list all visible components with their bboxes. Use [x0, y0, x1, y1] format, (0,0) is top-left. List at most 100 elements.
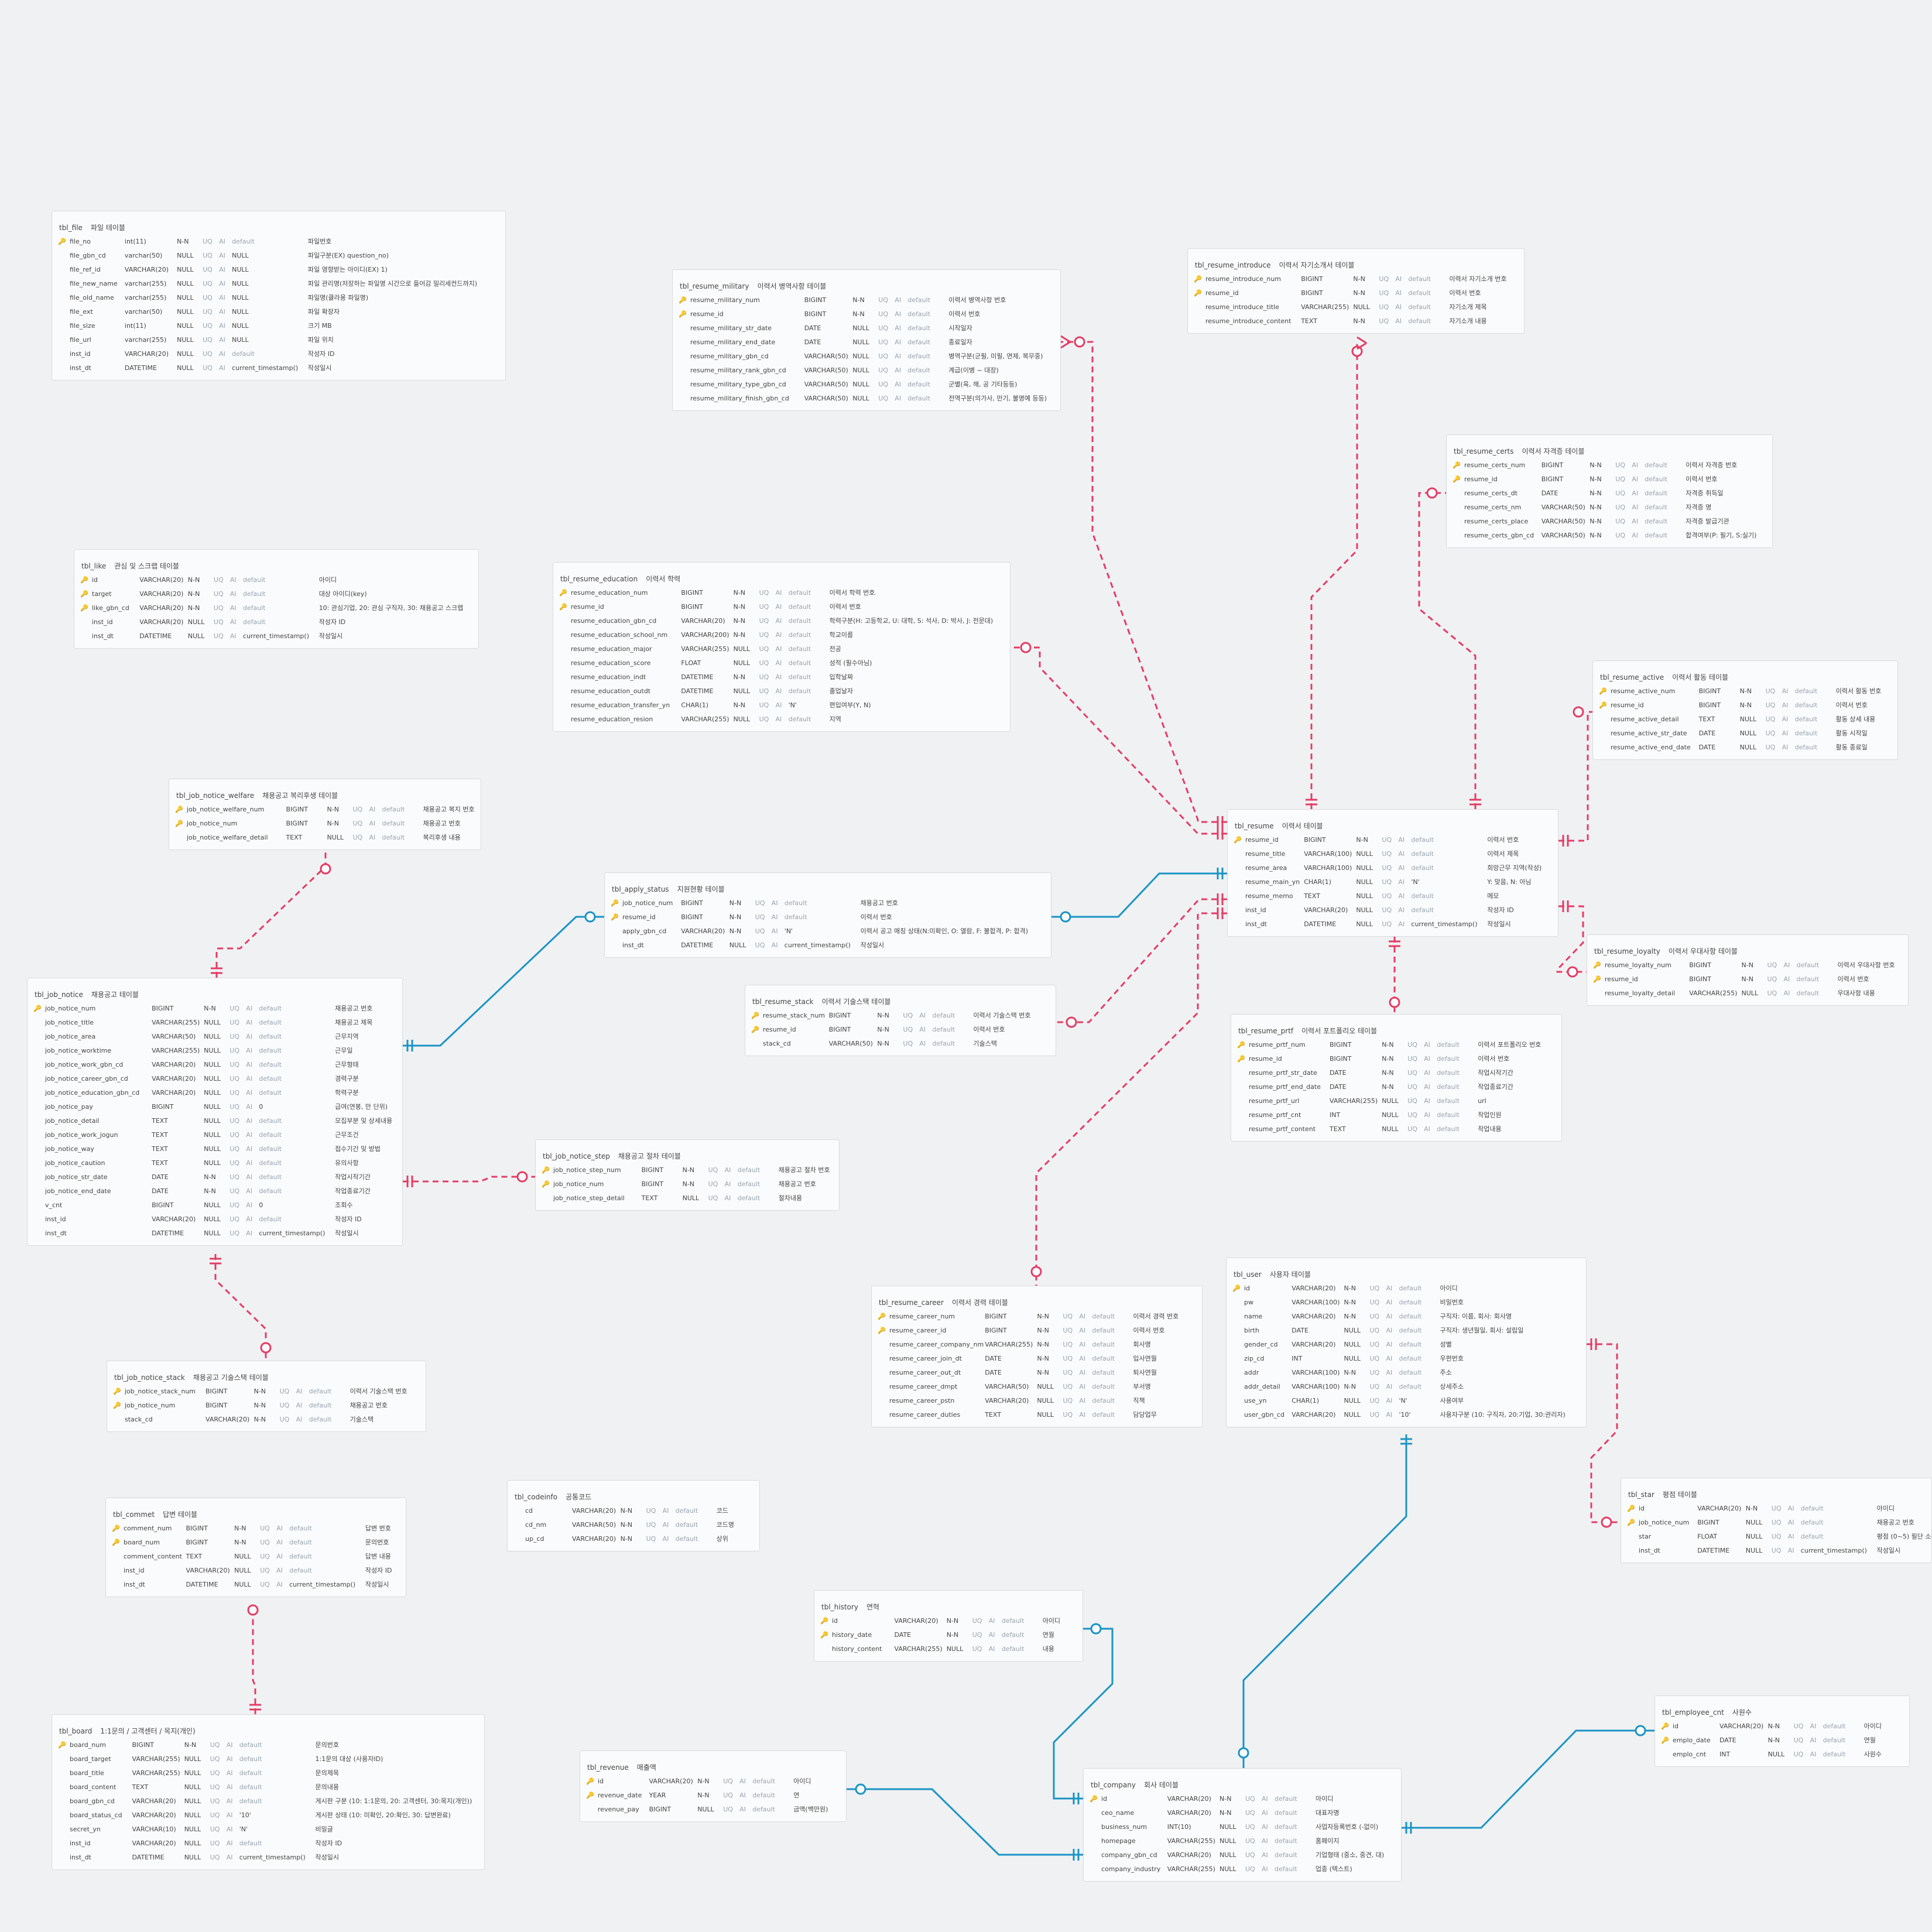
table-comment[interactable]: 이력서 경력 테이블: [951, 1299, 1008, 1307]
table-name[interactable]: tbl_apply_status: [612, 885, 669, 893]
table-name[interactable]: tbl_job_notice: [35, 991, 83, 999]
table-header[interactable]: tbl_resume_certs 이력서 자격증 테이블: [1451, 444, 1767, 458]
table-name[interactable]: tbl_resume: [1235, 822, 1274, 830]
table-comment[interactable]: 채용공고 복리후생 테이블: [262, 792, 338, 800]
table-name[interactable]: tbl_resume_certs: [1454, 447, 1514, 455]
table-comment[interactable]: 1:1문의 / 고객센터 / 목지(개인): [100, 1727, 196, 1735]
table-comment[interactable]: 이력서 자격증 테이블: [1522, 447, 1585, 455]
rel-notice-apply[interactable]: [403, 916, 604, 1047]
table-name[interactable]: tbl_commet: [113, 1510, 155, 1519]
table-name[interactable]: tbl_revenue: [587, 1763, 629, 1772]
table-comment[interactable]: 평점 테이블: [1662, 1491, 1697, 1499]
table-name[interactable]: tbl_resume_stack: [752, 998, 814, 1006]
table-name[interactable]: tbl_resume_career: [879, 1299, 944, 1307]
rel-notice-welfare[interactable]: [215, 847, 327, 978]
table-comment[interactable]: 채용공고 테이블: [91, 991, 139, 999]
rel-resume-military[interactable]: [1061, 341, 1227, 823]
table-name[interactable]: tbl_job_notice_welfare: [176, 792, 255, 800]
rel-resume-apply[interactable]: [1051, 872, 1227, 918]
rel-company-employee[interactable]: [1402, 1729, 1654, 1829]
table-name[interactable]: tbl_employee_cnt: [1662, 1708, 1724, 1717]
rel-resume-career[interactable]: [1035, 912, 1227, 1286]
table-comment[interactable]: 사원수: [1732, 1708, 1752, 1717]
table-header[interactable]: tbl_board 1:1문의 / 고객센터 / 목지(개인): [57, 1724, 479, 1738]
table-comment[interactable]: 이력서 기술스택 테이블: [821, 998, 891, 1006]
table-name[interactable]: tbl_file: [59, 224, 83, 232]
rel-resume-loyalty[interactable]: [1556, 905, 1587, 973]
rel-user-star[interactable]: [1587, 1343, 1621, 1523]
table-name[interactable]: tbl_resume_active: [1600, 673, 1664, 681]
rel-company-revenue[interactable]: [847, 1788, 1083, 1856]
rel-resume-active[interactable]: [1558, 711, 1592, 842]
rel-user-company[interactable]: [1242, 1434, 1407, 1768]
table-name[interactable]: tbl_board: [59, 1727, 93, 1735]
